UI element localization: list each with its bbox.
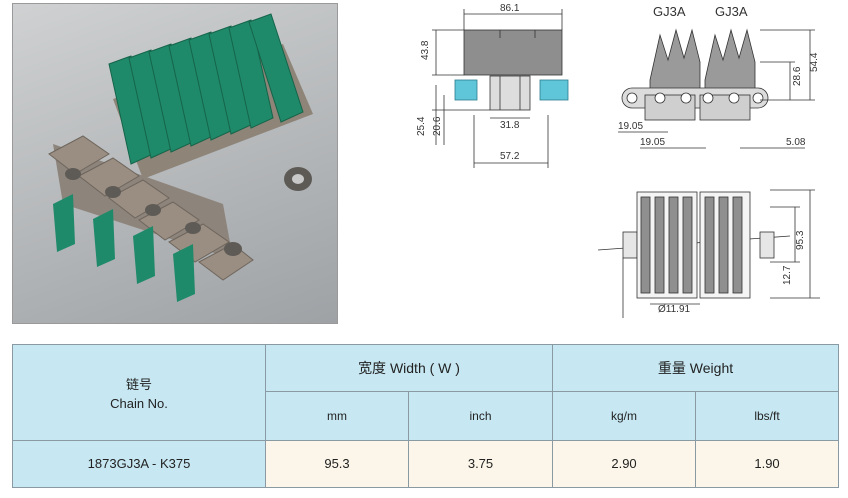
- chain-no-header: 链号 Chain No.: [12, 344, 266, 441]
- dim-pitch-1: 19.05: [618, 121, 643, 132]
- dim-12-7: 12.7: [782, 265, 793, 285]
- cell-mm: 95.3: [265, 439, 409, 489]
- unit-kgm: kg/m: [552, 391, 697, 441]
- dim-95-3: 95.3: [795, 230, 806, 250]
- cell-inch: 3.75: [407, 439, 554, 489]
- plan-view-drawing: [597, 189, 820, 318]
- width-header: 宽度 Width ( W ): [264, 343, 554, 393]
- dim-pitch-2: 19.05: [640, 137, 665, 148]
- front-view-drawing: [432, 9, 569, 168]
- label-gj3a-left: GJ3A: [653, 4, 686, 19]
- dim-28-6: 28.6: [792, 66, 803, 86]
- unit-inch: inch: [407, 391, 554, 441]
- dim-25-4: 25.4: [416, 116, 427, 136]
- technical-drawings: 86.1 43.8 25.4 20.6 31.8 57.2 GJ3A GJ3A: [416, 3, 820, 318]
- table-row: 1873GJ3A - K375 95.3 3.75 2.90 1.90: [12, 439, 840, 489]
- unit-lbsft: lbs/ft: [695, 391, 840, 441]
- label-gj3a-right: GJ3A: [715, 4, 748, 19]
- dim-86-1: 86.1: [500, 3, 520, 14]
- dim-20-6: 20.6: [432, 116, 443, 136]
- cell-lbsft: 1.90: [695, 439, 840, 489]
- dim-54-4: 54.4: [809, 52, 820, 72]
- side-view-drawing: [618, 28, 815, 149]
- spec-table: 链号 Chain No. 宽度 Width ( W ) 重量 Weight mm…: [12, 343, 840, 489]
- chain-back-illustration: [108, 13, 313, 191]
- chain-no-cn: 链号: [125, 376, 152, 392]
- product-photo: [12, 3, 338, 324]
- unit-mm: mm: [265, 391, 409, 441]
- dim-5-08: 5.08: [786, 137, 806, 148]
- cell-chain: 1873GJ3A - K375: [12, 439, 266, 489]
- weight-header: 重量 Weight: [552, 343, 840, 393]
- chain-front-illustration: [48, 135, 254, 302]
- cell-kgm: 2.90: [552, 439, 697, 489]
- dim-pin-diameter: Ø11.91: [658, 304, 690, 315]
- dim-57-2: 57.2: [500, 151, 520, 162]
- dim-43-8: 43.8: [420, 40, 431, 60]
- dim-31-8: 31.8: [500, 120, 520, 131]
- chain-no-en: Chain No.: [110, 395, 168, 411]
